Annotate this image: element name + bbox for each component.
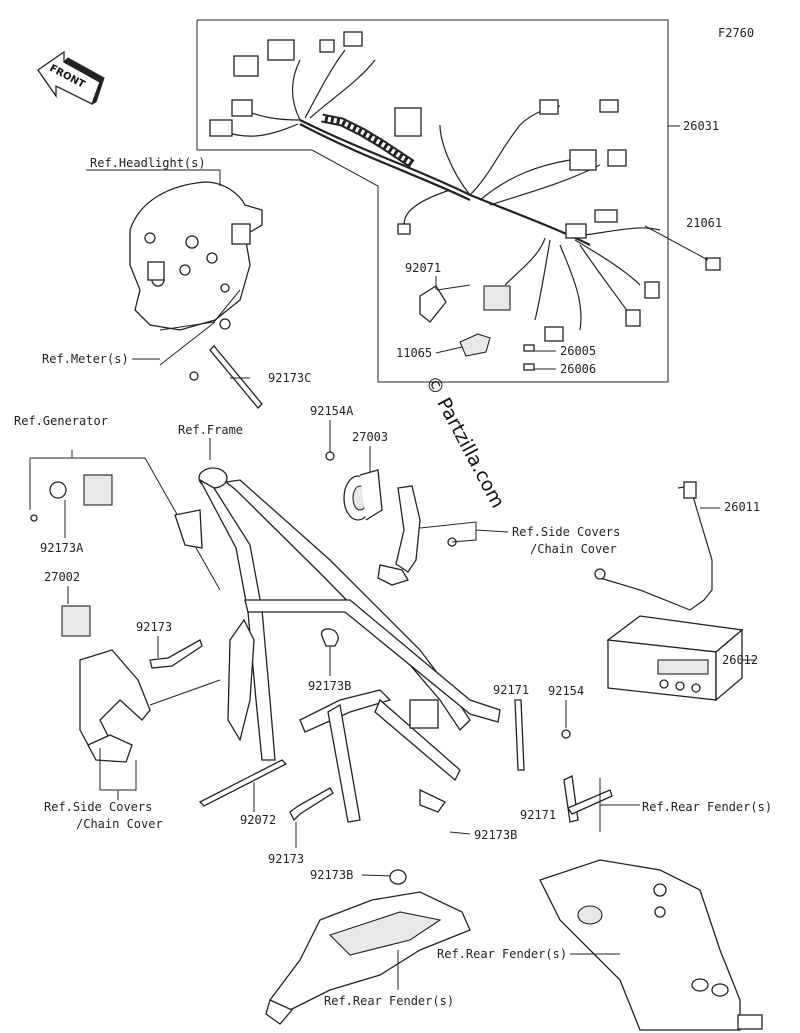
label-92173B-c: 92173B	[310, 868, 353, 882]
rear-fender-lower	[265, 891, 471, 1025]
connector	[397, 223, 411, 235]
connector	[539, 99, 559, 115]
label-ref-rear-fender-1: Ref.Rear Fender(s)	[642, 800, 772, 814]
label-26011: 26011	[724, 500, 760, 514]
clip-26005	[523, 344, 535, 352]
rear-fender-upper	[539, 859, 763, 1031]
label-21061: 21061	[686, 216, 722, 230]
generator-connector	[30, 474, 113, 522]
label-26031: 26031	[683, 119, 719, 133]
label-26005: 26005	[560, 344, 596, 358]
motorcycle-frame	[174, 467, 501, 823]
label-ref-side-covers-1b: /Chain Cover	[530, 542, 617, 556]
label-ref-generator: Ref.Generator	[14, 414, 108, 428]
label-92171-b: 92171	[520, 808, 556, 822]
label-ref-rear-fender-2: Ref.Rear Fender(s)	[437, 947, 567, 961]
connector	[594, 209, 618, 223]
band-92173C	[209, 345, 263, 409]
headlight-bracket	[129, 181, 263, 331]
connector	[267, 39, 295, 61]
fuse-21061	[705, 257, 721, 271]
label-27002: 27002	[44, 570, 80, 584]
connector	[209, 119, 233, 137]
label-ref-side-covers-2a: Ref.Side Covers	[44, 800, 152, 814]
label-ref-side-covers-2b: /Chain Cover	[76, 817, 163, 831]
label-92173-b: 92173	[268, 852, 304, 866]
label-ref-side-covers-1a: Ref.Side Covers	[512, 525, 620, 539]
wiring-harness	[209, 31, 661, 342]
clamp-92173B	[320, 628, 339, 647]
label-92173B-b: 92173B	[474, 828, 517, 842]
connector	[394, 107, 422, 137]
relay-27002	[61, 605, 91, 637]
boot-11065	[459, 333, 491, 357]
connector	[343, 31, 363, 47]
connector	[565, 223, 587, 239]
relay-bracket	[79, 649, 151, 763]
horn-bracket	[377, 485, 421, 586]
label-92173C: 92173C	[268, 371, 311, 385]
label-92154A: 92154A	[310, 404, 354, 418]
bolt-92173-lower	[289, 787, 334, 822]
connector	[233, 55, 259, 77]
label-92071: 92071	[405, 261, 441, 275]
connector	[569, 149, 597, 171]
label-ref-frame: Ref.Frame	[178, 423, 243, 437]
front-arrow-icon: FRONT	[37, 50, 105, 106]
bolt-92173	[149, 639, 203, 669]
connector	[625, 309, 641, 327]
label-92072: 92072	[240, 813, 276, 827]
harness-conduit	[321, 113, 415, 168]
label-92173A: 92173A	[40, 541, 84, 555]
label-11065: 11065	[396, 346, 432, 360]
label-92171-a: 92171	[493, 683, 529, 697]
label-ref-headlight: Ref.Headlight(s)	[90, 156, 206, 170]
label-92173-a: 92173	[136, 620, 172, 634]
band-92171	[514, 699, 525, 771]
watermark: © Partzilla.com	[421, 372, 509, 512]
clamp-92173B-lower	[389, 869, 407, 885]
label-92154: 92154	[548, 684, 584, 698]
connector	[231, 99, 253, 117]
relay	[483, 285, 511, 311]
label-27003: 27003	[352, 430, 388, 444]
figure-code: F2760	[718, 26, 754, 40]
cap-92071	[419, 284, 471, 323]
label-ref-rear-fender-3: Ref.Rear Fender(s)	[324, 994, 454, 1008]
connector	[644, 281, 660, 299]
connector	[599, 99, 619, 113]
label-26012: 26012	[722, 653, 758, 667]
connector	[544, 326, 564, 342]
clip-26006	[523, 363, 535, 371]
connector	[319, 39, 335, 53]
horn-27003	[343, 469, 383, 521]
label-ref-meter: Ref.Meter(s)	[42, 352, 129, 366]
connector	[607, 149, 627, 167]
battery-26012	[606, 615, 744, 702]
band-92072	[198, 759, 288, 807]
label-26006: 26006	[560, 362, 596, 376]
harness-frame	[196, 19, 669, 383]
label-92173B-a: 92173B	[308, 679, 351, 693]
